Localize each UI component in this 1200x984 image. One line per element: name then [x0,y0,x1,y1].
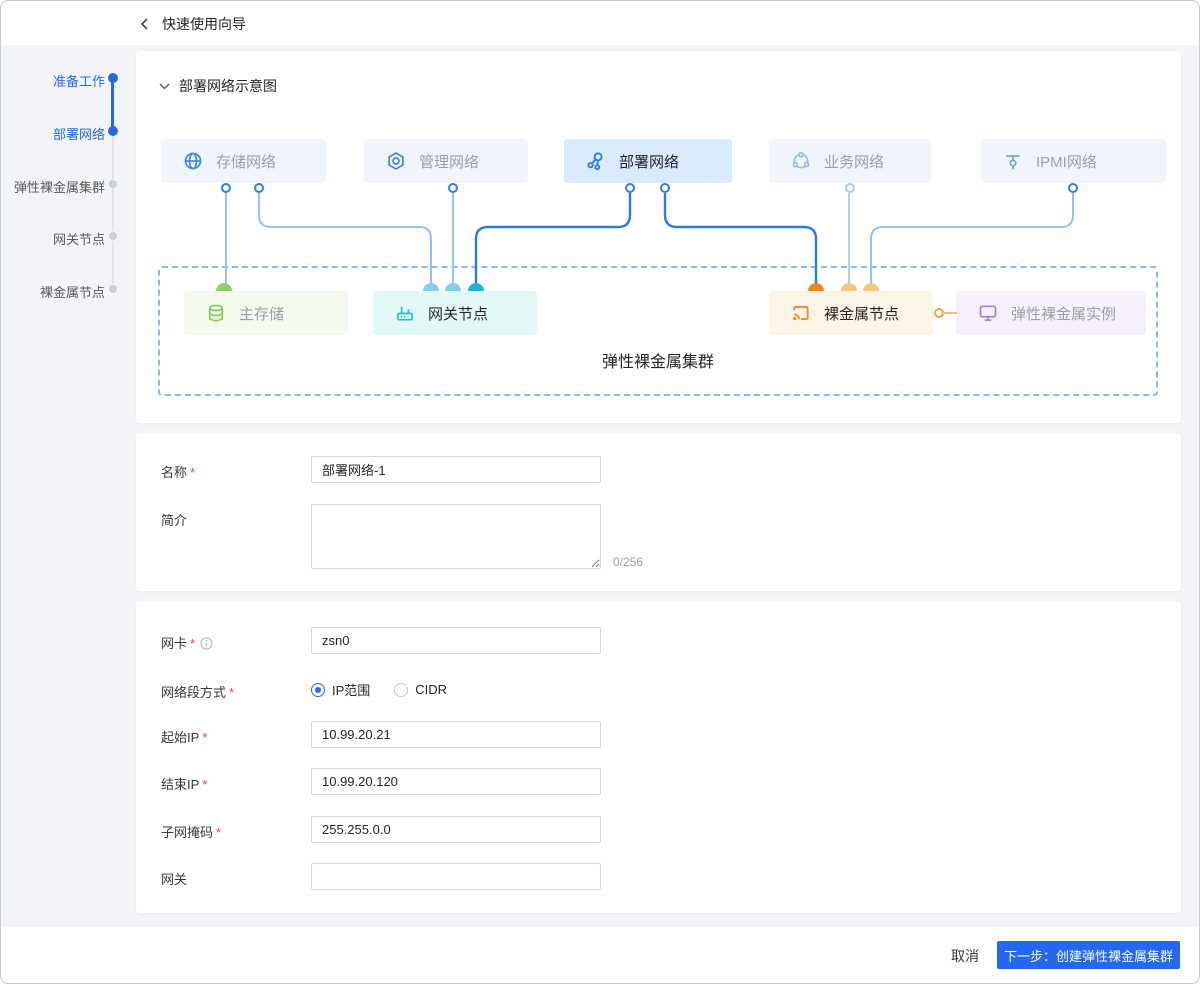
step-connector [112,241,114,284]
step-prepare[interactable]: 准备工作 [52,74,105,89]
start-ip-label: 起始IP* [161,730,208,745]
port-storage-1 [221,183,231,193]
cluster-icon [792,151,810,169]
subnet-mask-input[interactable] [311,816,601,843]
cancel-button[interactable]: 取消 [951,948,979,964]
segment-mode-radio-group: IP范围 CIDR [311,680,447,699]
node-label: 部署网络 [619,153,680,171]
next-step-button[interactable]: 下一步：创建弹性裸金属集群 [997,941,1180,969]
step-elastic-cluster[interactable]: 弹性裸金属集群 [13,180,105,195]
info-icon[interactable] [200,637,213,653]
halfport-gateway-1 [423,283,439,291]
node-elastic-instance: 弹性裸金属实例 [956,291,1146,335]
database-icon [208,304,224,322]
step-dot-elastic-cluster [109,180,117,188]
gateway-input[interactable] [311,863,601,890]
node-label: 弹性裸金属实例 [1011,305,1117,323]
network-icon [587,152,603,171]
cast-icon [793,306,809,321]
description-textarea[interactable] [311,504,601,569]
node-label: 裸金属节点 [824,305,900,323]
node-storage-network: 存储网络 [161,139,326,183]
port-storage-2 [254,183,264,193]
node-management-network: 管理网络 [364,139,528,183]
start-ip-input[interactable] [311,721,601,748]
port-management [448,183,458,193]
node-ipmi-network: IPMI网络 [981,139,1166,183]
step-connector [112,135,114,179]
char-counter: 0/256 [613,555,644,569]
step-baremetal-node[interactable]: 裸金属节点 [39,285,105,300]
port-business [845,183,855,193]
topbar: 快速使用向导 [1,1,1199,47]
diagram-section-title: 部署网络示意图 [179,78,277,94]
halfport-gateway-2 [445,283,461,291]
port-deploy-1 [625,183,635,193]
gateway-label: 网关 [161,872,188,887]
network-settings-card: 网卡* 网络段方式* IP范围 CIDR 起始IP* 结束IP* 子网掩码* 网… [136,601,1181,913]
step-dot-deploy-network [108,126,118,136]
radio-unselected-icon [394,682,409,697]
end-ip-input[interactable] [311,768,601,795]
port-ipmi [1068,183,1078,193]
radio-ip-range[interactable]: IP范围 [311,680,370,699]
node-label: 管理网络 [419,153,480,171]
globe-icon [184,152,202,170]
halfport-baremetal-2 [841,283,857,291]
node-deploy-network: 部署网络 [564,139,732,183]
node-gateway: 网关节点 [373,291,537,335]
node-business-network: 业务网络 [769,139,931,183]
chevron-down-icon [159,83,170,89]
step-connector-active [111,81,114,127]
chevron-left-icon [141,18,148,29]
segment-mode-label: 网络段方式* [161,685,235,700]
router-icon [397,306,413,321]
deploy-network-diagram-card: 部署网络示意图 存储网络 管理网络 部署网络 [136,51,1181,423]
name-input[interactable] [311,456,601,483]
radio-selected-icon [311,682,325,697]
halfport-gateway-3 [468,283,484,291]
node-label: IPMI网络 [1036,153,1097,171]
page-title: 快速使用向导 [162,15,246,32]
branch-icon [1006,155,1020,170]
step-dot-prepare [108,73,118,83]
step-deploy-network[interactable]: 部署网络 [52,127,105,142]
node-primary-storage: 主存储 [184,291,348,335]
monitor-icon [979,305,997,321]
port-deploy-2 [660,183,670,193]
nut-icon [388,152,404,170]
end-ip-label: 结束IP* [161,777,208,792]
description-label: 简介 [161,513,188,528]
halfport-primary-storage [216,283,232,291]
name-label: 名称* [161,465,196,480]
subnet-mask-label: 子网掩码* [161,825,222,840]
required-mark: * [190,636,196,651]
node-label: 业务网络 [824,153,885,171]
diagram-collapse-header[interactable]: 部署网络示意图 [159,76,277,96]
elastic-cluster-boundary [158,266,1158,396]
elastic-cluster-label: 弹性裸金属集群 [601,354,714,371]
halfport-baremetal-1 [808,283,824,291]
nic-input[interactable] [311,627,601,654]
halfport-baremetal-3 [863,283,879,291]
required-mark: * [216,825,222,840]
node-label: 存储网络 [216,153,277,171]
radio-cidr[interactable]: CIDR [394,682,447,697]
required-mark: * [202,730,208,745]
required-mark: * [202,777,208,792]
step-dot-baremetal-node [109,285,117,293]
basic-info-card: 名称* 简介 0/256 [136,433,1181,591]
required-mark: * [190,465,196,480]
step-connector [112,188,114,231]
step-dot-gateway-node [109,232,117,240]
instance-link-line [943,312,957,314]
node-label: 网关节点 [428,305,489,323]
back-button[interactable] [138,16,154,32]
node-baremetal: 裸金属节点 [769,291,933,335]
footer-bar: 取消 下一步：创建弹性裸金属集群 [1,925,1199,983]
required-mark: * [229,685,235,700]
node-label: 主存储 [239,305,285,323]
nic-label: 网卡* [161,633,213,653]
step-gateway-node[interactable]: 网关节点 [52,232,105,247]
